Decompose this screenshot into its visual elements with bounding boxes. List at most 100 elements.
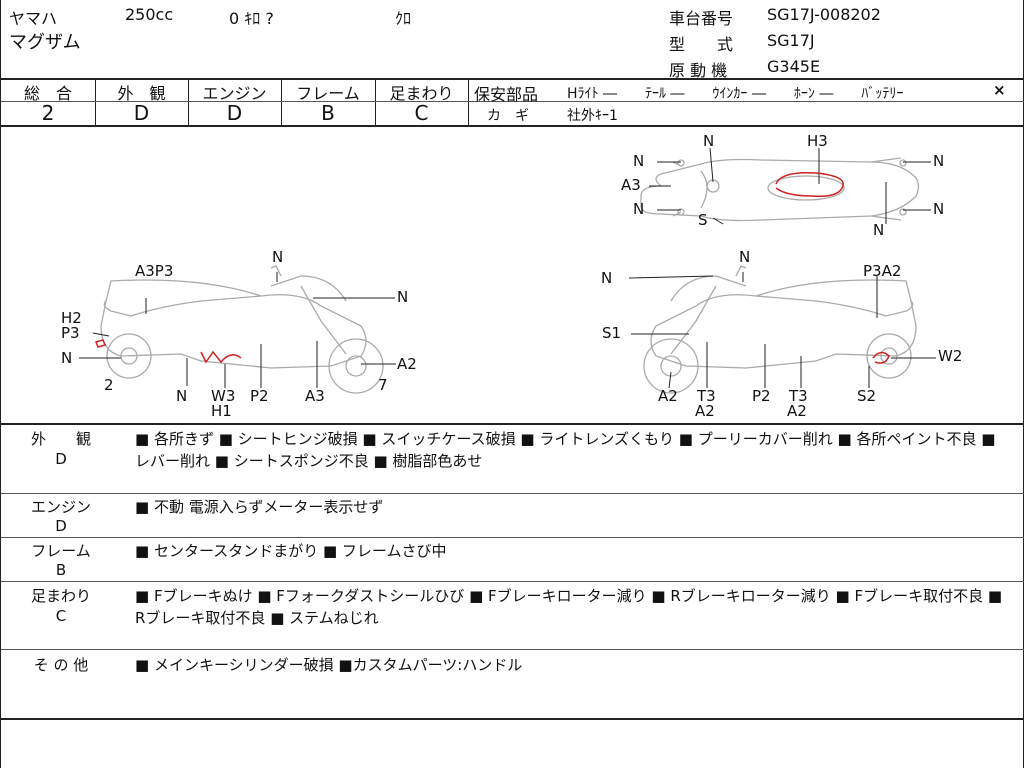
divider — [1, 78, 1024, 80]
label-left-a3p3: A3P3 — [135, 262, 174, 280]
left-side-drawing — [100, 265, 384, 394]
label-top-s: S — [698, 211, 708, 229]
divider — [468, 78, 469, 126]
key-label: カ ギ — [487, 108, 529, 124]
label-top-n-6: N — [873, 221, 885, 239]
label-top-n-4: N — [633, 200, 645, 218]
displacement: 250cc — [125, 5, 174, 24]
label-right-n-front: N — [601, 269, 613, 287]
label-top-n-5: N — [933, 200, 945, 218]
damage-marks — [94, 171, 890, 364]
battery-mark: × — [993, 81, 1006, 99]
label-top-n-1: N — [633, 152, 645, 170]
section-frame-text: ■ センタースタンドまがり ■ フレームさび中 — [135, 542, 447, 560]
grade-overall-label: 総 合 — [23, 84, 72, 103]
label-left-p2: P2 — [250, 387, 269, 405]
leader-lines — [79, 147, 936, 389]
label-right-n-mirror: N — [739, 248, 751, 266]
divider — [1, 423, 1024, 425]
motorcycle-diagram — [79, 147, 936, 394]
label-right-s2: S2 — [857, 387, 877, 405]
damage-mark-left-scratch — [200, 350, 242, 364]
label-right-a2-1: A2 — [658, 387, 678, 405]
label-left-h1: H1 — [211, 402, 232, 420]
section-engine-grade: D — [55, 517, 67, 535]
divider — [188, 78, 189, 126]
grade-overall-value: 2 — [41, 101, 55, 125]
right-side-drawing — [643, 265, 917, 394]
damage-mark-seat — [775, 171, 844, 198]
top-view-drawing — [640, 157, 920, 222]
label-left-7: 7 — [378, 376, 388, 394]
type-label: 型 式 — [669, 35, 734, 54]
grade-frame-value: B — [321, 101, 335, 125]
divider — [1, 718, 1024, 720]
divider — [95, 78, 96, 126]
grade-engine-label: エンジン — [202, 84, 267, 103]
grade-frame-label: フレーム — [296, 84, 360, 103]
label-left-2: 2 — [104, 376, 114, 394]
section-appearance-text: ■ 各所きず ■ シートヒンジ破損 ■ スイッチケース破損 ■ ライトレンズくも… — [135, 430, 996, 470]
label-right-a2-3: A2 — [787, 402, 807, 420]
damage-mark-left-rear — [94, 339, 107, 348]
mileage: 0 ｷﾛ ? — [229, 9, 274, 28]
section-suspension-text: ■ Fブレーキぬけ ■ Fフォークダストシールひび ■ Fブレーキローター減り … — [135, 587, 1003, 627]
section-suspension-grade: C — [55, 607, 67, 625]
label-left-h2: H2 — [61, 309, 82, 327]
section-engine-text: ■ 不動 電源入らずメーター表示せず — [135, 498, 384, 516]
label-right-t3-2: T3 — [789, 387, 808, 405]
label-right-p3a2: P3A2 — [863, 262, 902, 280]
label-right-t3-1: T3 — [697, 387, 716, 405]
label-left-n-front: N — [397, 288, 409, 306]
grade-appearance-label: 外 観 — [117, 84, 166, 103]
model-name: マグザム — [9, 32, 81, 53]
grade-suspension-label: 足まわり — [389, 84, 454, 103]
chassis-label: 車台番号 — [669, 9, 734, 28]
grade-suspension-value: C — [414, 101, 429, 125]
divider — [1, 537, 1024, 538]
divider — [468, 101, 1024, 102]
type-value: SG17J — [767, 31, 815, 50]
grade-engine-value: D — [226, 101, 243, 125]
label-right-s1: S1 — [602, 324, 622, 342]
label-top-n-3: N — [933, 152, 945, 170]
damage-mark-right-rear — [872, 351, 890, 364]
label-left-n-bottom: N — [176, 387, 188, 405]
engine-value: G345E — [767, 57, 821, 76]
label-left-a2: A2 — [397, 355, 417, 373]
divider — [1, 649, 1024, 650]
divider — [375, 78, 376, 126]
label-top-h3: H3 — [807, 132, 828, 150]
section-engine-label: エンジン — [30, 498, 91, 516]
section-frame-label: フレーム — [31, 542, 91, 560]
label-right-a2-2: A2 — [695, 402, 715, 420]
section-frame-grade: B — [55, 561, 67, 579]
safety-label: 保安部品 — [474, 85, 539, 104]
engine-label: 原 動 機 — [669, 61, 728, 80]
color: ｸﾛ — [395, 9, 412, 28]
label-right-p2: P2 — [752, 387, 771, 405]
section-suspension-label: 足まわり — [30, 587, 91, 605]
divider — [1, 581, 1024, 582]
divider — [1, 101, 468, 102]
divider — [1, 493, 1024, 494]
grade-appearance-value: D — [133, 101, 150, 125]
label-left-n-rear: N — [61, 349, 73, 367]
label-right-w2: W2 — [938, 347, 963, 365]
section-other-label: そ の 他 — [33, 656, 89, 674]
section-appearance-label: 外 観 — [30, 430, 91, 448]
divider — [281, 78, 282, 126]
key-value: 社外ｷｰ1 — [567, 108, 618, 124]
label-left-w3: W3 — [211, 387, 236, 405]
label-top-n-2: N — [703, 132, 715, 150]
maker: ヤマハ — [9, 9, 58, 28]
label-left-n-mirror: N — [272, 248, 284, 266]
label-top-a3: A3 — [621, 176, 641, 194]
label-left-p3: P3 — [61, 324, 80, 342]
safety-items: Hﾗｲﾄ ― ﾃｰﾙ ― ｳｲﾝｶｰ ― ﾎｰﾝ ― ﾊﾞｯﾃﾘｰ — [567, 86, 904, 102]
divider — [1, 125, 1024, 127]
chassis-value: SG17J-008202 — [767, 5, 881, 24]
label-left-a3: A3 — [305, 387, 325, 405]
section-appearance-grade: D — [55, 450, 67, 468]
